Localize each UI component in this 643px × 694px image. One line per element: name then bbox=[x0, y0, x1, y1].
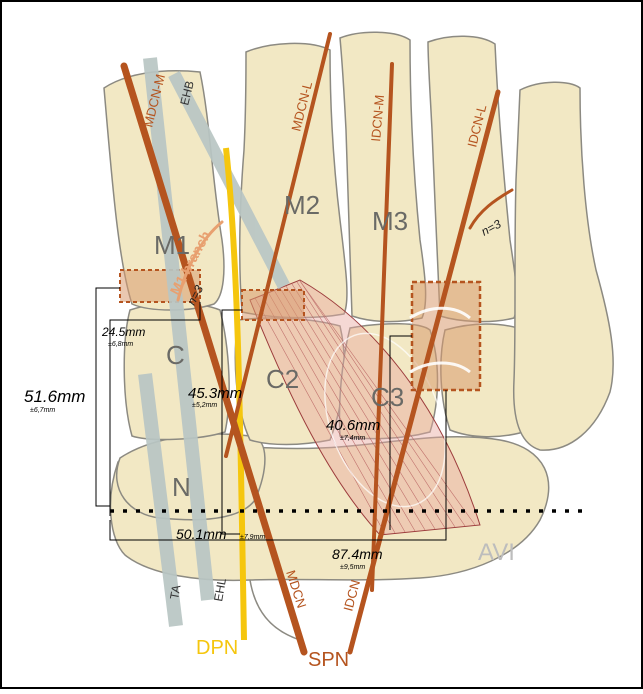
meas-c2-sd: ±5,2mm bbox=[192, 402, 217, 409]
nerve-mdcn-l bbox=[224, 32, 332, 458]
measurement-brackets bbox=[95, 287, 447, 541]
label-m1: M1 bbox=[154, 230, 190, 260]
meas-c3-sd: ±7,4mm bbox=[340, 435, 365, 442]
label-ehl: EHL bbox=[211, 577, 229, 603]
metatarsal-5-bone bbox=[512, 81, 614, 451]
bracket-m1 bbox=[109, 302, 201, 516]
meas-c3-value: 40.6mm bbox=[326, 417, 380, 434]
nerve-idcn-l-branch bbox=[468, 188, 514, 230]
bracket-c2-tail bbox=[221, 526, 240, 535]
label-c3: C3 bbox=[371, 382, 404, 412]
meas-total-value: 51.6mm bbox=[24, 387, 85, 406]
label-ehb: EHB bbox=[177, 79, 197, 106]
nerve-m1-branch bbox=[176, 220, 224, 302]
meas-far-sd: ±9,5mm bbox=[340, 564, 365, 571]
meas-c2-value: 45.3mm bbox=[188, 385, 242, 402]
meas-far-value: 87.4mm bbox=[332, 546, 383, 562]
meas-nav-sd: ±7,9mm bbox=[240, 534, 265, 541]
calcaneus-edge bbox=[249, 579, 301, 641]
label-spn: SPN bbox=[308, 649, 349, 671]
zones bbox=[119, 269, 482, 392]
bones-group bbox=[103, 31, 614, 641]
nerves bbox=[120, 32, 514, 656]
meas-m1-sd: ±6,8mm bbox=[108, 341, 133, 348]
tendon-ta bbox=[138, 373, 183, 627]
meas-nav-value: 50.1mm bbox=[176, 526, 227, 542]
label-m2: M2 bbox=[284, 190, 320, 220]
zone-m2 bbox=[241, 289, 305, 321]
label-m3: M3 bbox=[372, 206, 408, 236]
nerve-idcn-m bbox=[370, 62, 394, 592]
bracket-c3 bbox=[389, 335, 412, 530]
bracket-c2 bbox=[221, 309, 242, 526]
label-idcn-m: IDCN-M bbox=[368, 94, 387, 142]
muscle-fan bbox=[249, 279, 481, 536]
meas-m1-value: 24.5mm bbox=[101, 325, 145, 339]
label-c1: C bbox=[166, 340, 185, 370]
nerve-idcn-l bbox=[347, 89, 501, 655]
bracket-total bbox=[95, 287, 120, 507]
tendon-labels: EHB TA EHL bbox=[167, 79, 229, 602]
bracket-nav bbox=[109, 390, 447, 541]
label-navicular: N bbox=[172, 472, 191, 502]
label-c2: C2 bbox=[266, 364, 299, 394]
bone-labels: M1 M2 M3 C C2 C3 N AVI bbox=[154, 190, 515, 566]
nerve-dpn bbox=[223, 147, 247, 641]
meas-total-sd: ±6,7mm bbox=[30, 407, 55, 414]
label-dpn: DPN bbox=[196, 637, 238, 659]
watermark-avi: AVI bbox=[478, 539, 515, 566]
measurement-labels: 24.5mm ±6,8mm 51.6mm ±6,7mm 45.3mm ±5,2m… bbox=[24, 325, 383, 571]
nerve-mdcn-m bbox=[120, 62, 308, 656]
joint-highlights bbox=[409, 306, 471, 374]
tendon-ehl bbox=[143, 57, 215, 601]
label-ta: TA bbox=[167, 584, 183, 601]
